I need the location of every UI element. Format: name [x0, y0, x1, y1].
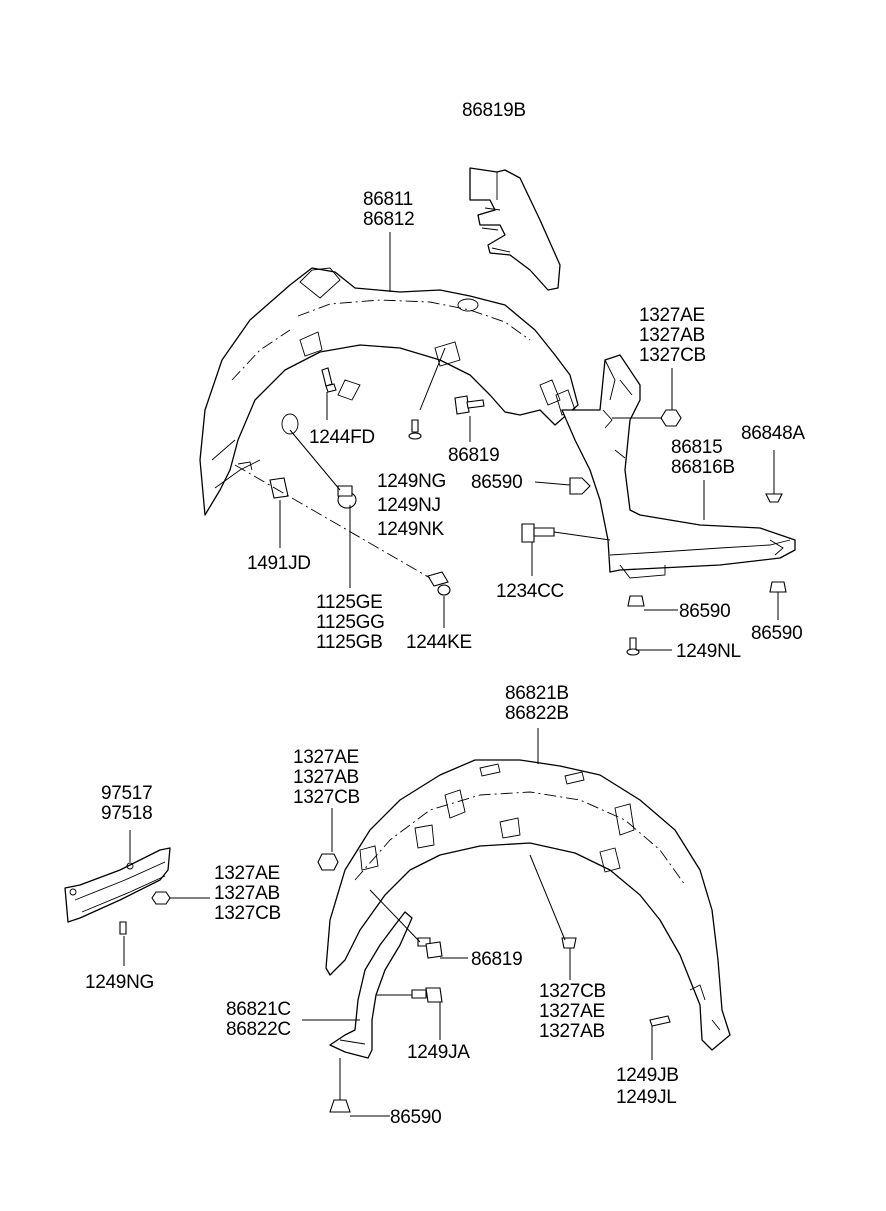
- label-1125ge: 1125GE: [316, 592, 383, 613]
- label-1327-rear-bottom-group: 1327CB 1327AE 1327AB: [539, 982, 606, 1042]
- label-97517: 97517: [101, 783, 153, 804]
- label-1327ae: 1327AE: [639, 305, 705, 326]
- label-1327-upper-group: 1327AE 1327AB 1327CB: [639, 306, 706, 366]
- label-1249ng-lower: 1249NG: [85, 972, 154, 993]
- guard-side-86815-part: [561, 354, 796, 579]
- label-1249jb: 1249JB: [616, 1065, 679, 1086]
- label-1249ng: 1249NG: [377, 471, 446, 492]
- label-86822c: 86822C: [226, 1019, 291, 1040]
- label-1327-bracket-group: 1327AE 1327AB 1327CB: [214, 864, 281, 924]
- label-86819b: 86819B: [462, 100, 526, 121]
- guard-rear-86821b-part: [325, 759, 731, 1051]
- label-86815: 86815: [671, 437, 723, 458]
- leaders-lower: [123, 728, 653, 1117]
- cover-86819b-part: [469, 167, 561, 291]
- label-1234cc: 1234CC: [496, 581, 564, 602]
- label-86821b-group: 86821B 86822B: [505, 684, 569, 724]
- label-86812: 86812: [363, 209, 415, 230]
- leaders-upper: [234, 232, 779, 651]
- label-97518: 97518: [101, 803, 153, 824]
- label-1327cb: 1327CB: [539, 981, 606, 1002]
- label-1249nj: 1249NJ: [377, 495, 441, 516]
- label-86590-side: 86590: [471, 472, 523, 493]
- flap-rear-86821c-part: [329, 911, 413, 1059]
- guard-front-86811-part: [199, 267, 579, 516]
- label-86815-group: 86815 86816B: [671, 438, 735, 478]
- label-1327-rear-top-group: 1327AE 1327AB 1327CB: [293, 748, 360, 808]
- label-1249nk: 1249NK: [377, 519, 444, 540]
- fasteners-lower: [119, 853, 671, 1113]
- label-86590-lower-a: 86590: [679, 601, 731, 622]
- label-86821b: 86821B: [505, 683, 569, 704]
- label-86816b: 86816B: [671, 457, 735, 478]
- label-1327ab: 1327AB: [639, 325, 705, 346]
- label-1125gg: 1125GG: [316, 612, 385, 633]
- label-1249jl: 1249JL: [616, 1087, 677, 1108]
- label-86811-group: 86811 86812: [363, 189, 415, 230]
- label-86822b: 86822B: [505, 703, 569, 724]
- label-1327ae: 1327AE: [539, 1001, 605, 1022]
- label-1125gb: 1125GB: [316, 632, 383, 653]
- label-1249n-group: 1249NG 1249NJ 1249NK: [377, 470, 446, 542]
- label-1327ab: 1327AB: [539, 1021, 605, 1042]
- label-1249jb-group: 1249JB 1249JL: [616, 1065, 679, 1109]
- label-1125g-group: 1125GE 1125GG 1125GB: [316, 593, 385, 653]
- label-86590-bottom: 86590: [390, 1107, 442, 1128]
- label-1327ae: 1327AE: [214, 863, 280, 884]
- label-1327cb: 1327CB: [293, 787, 360, 808]
- label-86848a: 86848A: [741, 423, 805, 444]
- label-1327ab: 1327AB: [214, 883, 280, 904]
- label-1244ke: 1244KE: [406, 632, 472, 653]
- label-86590-lower-b: 86590: [751, 623, 803, 644]
- label-1327ae: 1327AE: [293, 747, 359, 768]
- label-1491jd: 1491JD: [247, 553, 311, 574]
- label-1249nl: 1249NL: [676, 641, 741, 662]
- label-1249ja: 1249JA: [407, 1042, 470, 1063]
- label-86819-upper: 86819: [448, 445, 500, 466]
- label-1327ab: 1327AB: [293, 767, 359, 788]
- label-86819-lower: 86819: [471, 949, 523, 970]
- label-97517-group: 97517 97518: [101, 783, 153, 824]
- bracket-97517-part: [64, 847, 171, 923]
- label-1327cb: 1327CB: [214, 903, 281, 924]
- label-1327cb: 1327CB: [639, 345, 706, 366]
- label-1244fd: 1244FD: [309, 427, 375, 448]
- label-86811: 86811: [363, 189, 413, 210]
- label-86821c-group: 86821C 86822C: [226, 1000, 291, 1040]
- label-86821c: 86821C: [226, 999, 291, 1020]
